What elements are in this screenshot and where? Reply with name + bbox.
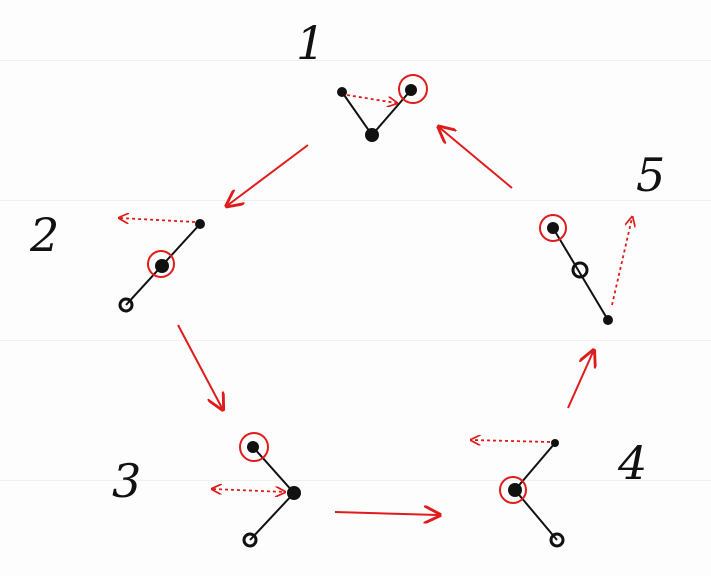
transition-arrow-1-2 (228, 144, 309, 205)
stage-label-1: 1 (296, 16, 326, 70)
stage-label-3: 3 (112, 454, 142, 508)
stage-1-molecule (337, 74, 428, 142)
highlight-circle (147, 250, 175, 278)
highlight-circle (499, 476, 527, 504)
motion-arrow (120, 218, 196, 222)
highlight-circle (398, 74, 428, 104)
stage-2-molecule (120, 218, 205, 313)
motion-arrow (611, 218, 632, 306)
stage-4-molecule (472, 439, 565, 548)
paper-line (0, 480, 711, 481)
motion-arrow (213, 489, 284, 492)
paper-line (0, 200, 711, 201)
paper-line (0, 60, 711, 61)
stage-label-4: 4 (618, 436, 648, 490)
stage-3-molecule (213, 432, 301, 548)
stage-label-5: 5 (636, 148, 666, 202)
transition-arrow-3-4 (334, 512, 438, 515)
highlight-circle (239, 432, 269, 462)
highlight-circle (539, 214, 567, 242)
stage-label-2: 2 (30, 208, 60, 262)
transition-arrow-4-5 (567, 352, 593, 409)
transition-arrow-2-3 (177, 324, 222, 408)
paper-line (0, 340, 711, 341)
motion-arrow (346, 94, 396, 103)
transition-arrow-5-1 (440, 128, 513, 189)
stage-5-molecule (539, 214, 632, 325)
motion-arrow (472, 440, 551, 442)
